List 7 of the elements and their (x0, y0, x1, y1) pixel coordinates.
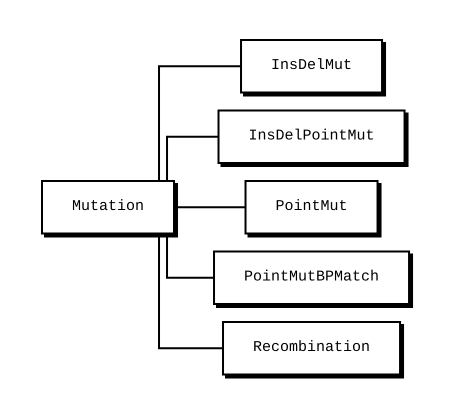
node-box: InsDelMut (240, 39, 383, 94)
node-box: PointMutBPMatch (212, 250, 410, 306)
node-box: PointMut (244, 180, 378, 235)
node-box: InsDelPointMut (217, 110, 406, 164)
connector (174, 206, 246, 208)
node-box: Mutation (40, 180, 175, 235)
node-box: Recombination (222, 321, 402, 376)
